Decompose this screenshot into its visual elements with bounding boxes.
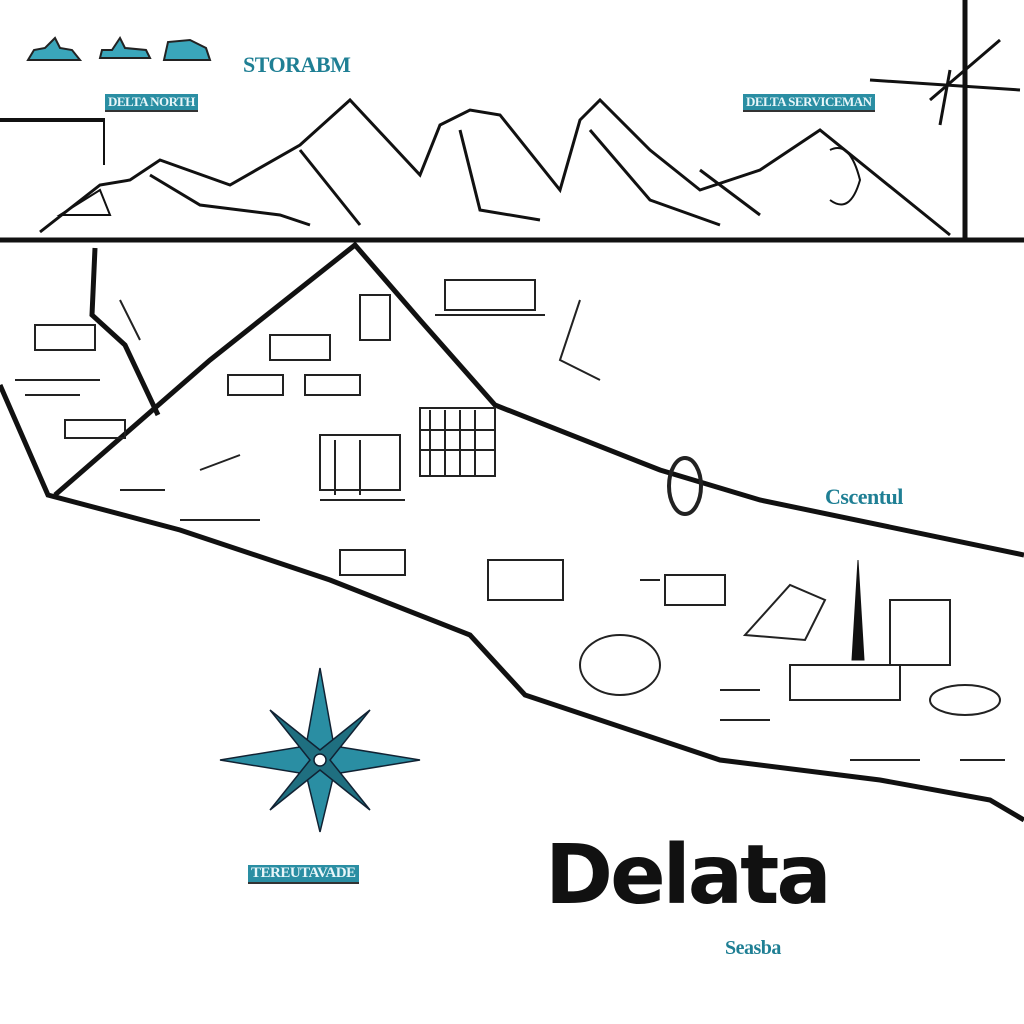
mountain-range-icon bbox=[0, 97, 1024, 243]
boat-icon bbox=[26, 36, 212, 61]
region-borders bbox=[0, 241, 1024, 823]
top-left-banner: DELTA NORTH bbox=[105, 94, 198, 112]
east-region-label: Cscentul bbox=[825, 484, 903, 509]
building-icon bbox=[15, 279, 1005, 761]
top-right-banner: DELTA SERVICEMAN bbox=[743, 94, 875, 112]
windmill-icon bbox=[869, 0, 1021, 238]
tower-icon bbox=[851, 559, 865, 661]
map-subtitle: Seasba bbox=[725, 937, 781, 959]
compass-caption: TEREUTAVADE bbox=[248, 865, 359, 884]
map-title: Delata bbox=[545, 828, 832, 923]
compass-rose-icon bbox=[219, 667, 421, 833]
top-header-label: STORABM bbox=[243, 52, 351, 77]
